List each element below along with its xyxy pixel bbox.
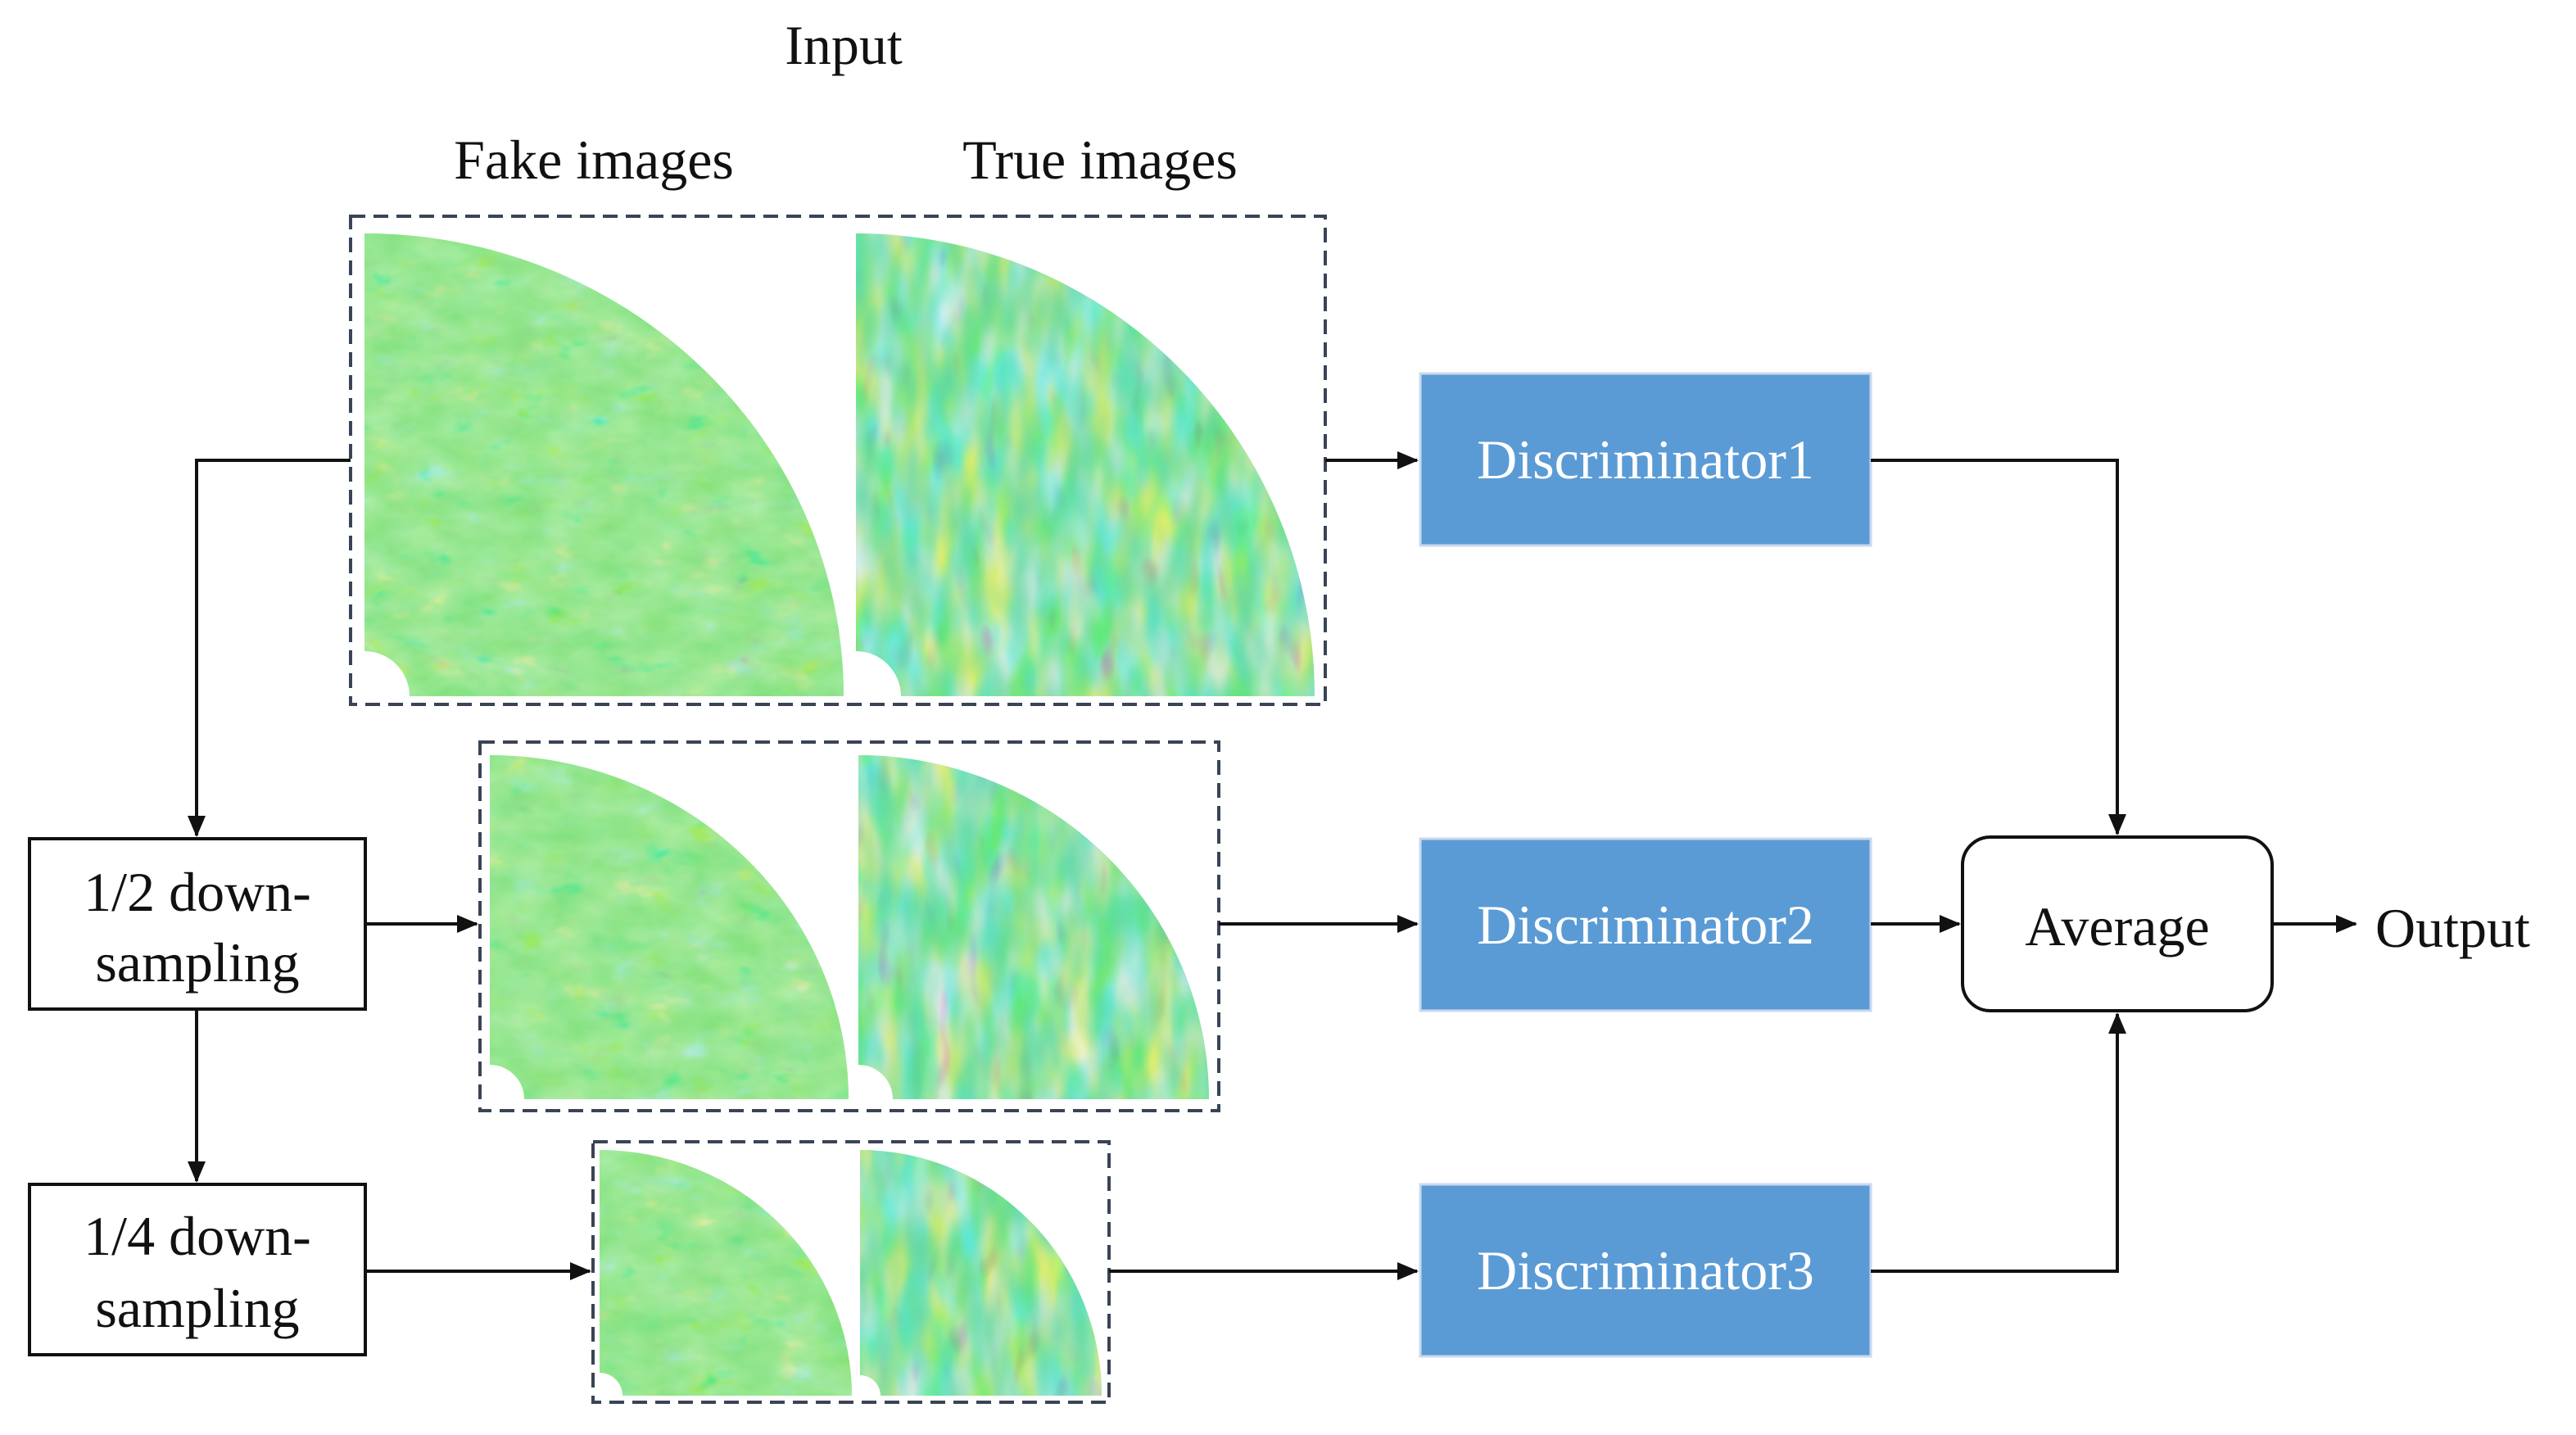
fake-image-3 [600, 1150, 852, 1396]
image-pair-full-resolution [349, 215, 1327, 706]
fake-image-1 [364, 233, 844, 696]
average-label: Average [2025, 895, 2209, 957]
true-image-3 [860, 1150, 1102, 1396]
discriminator2-label: Discriminator2 [1477, 894, 1814, 956]
output-label: Output [2375, 897, 2530, 959]
connectors [188, 451, 2357, 1280]
true-images-label: True images [962, 129, 1238, 191]
discriminator1-label: Discriminator1 [1477, 428, 1814, 491]
half-downsampling-line2: sampling [95, 931, 299, 994]
discriminator1-box: Discriminator1 [1419, 372, 1872, 547]
discriminator3-box: Discriminator3 [1419, 1183, 1872, 1358]
image-pair-frame-2 [478, 740, 1220, 1112]
half-downsampling-box: 1/2 down- sampling [28, 837, 367, 1011]
discriminator3-label: Discriminator3 [1477, 1239, 1814, 1301]
input-label: Input [785, 14, 903, 76]
arrow-input-to-half [188, 459, 351, 837]
fake-image-2 [490, 755, 849, 1099]
quarter-downsampling-box: 1/4 down- sampling [28, 1183, 367, 1356]
discriminator2-box: Discriminator2 [1419, 837, 1872, 1012]
quarter-downsampling-line1: 1/4 down- [84, 1205, 311, 1267]
image-pair-quarter-resolution [591, 1140, 1111, 1404]
true-image-2 [858, 755, 1209, 1099]
half-downsampling-line1: 1/2 down- [84, 861, 311, 923]
image-pair-half-resolution [478, 740, 1220, 1112]
quarter-downsampling-line2: sampling [95, 1277, 299, 1339]
arrow-discriminator1-to-average [1871, 459, 2126, 835]
arrow-discriminator3-to-average [1871, 1012, 2126, 1273]
average-box: Average [1961, 835, 2274, 1012]
true-image-1 [856, 233, 1315, 696]
fake-images-label: Fake images [454, 129, 734, 191]
